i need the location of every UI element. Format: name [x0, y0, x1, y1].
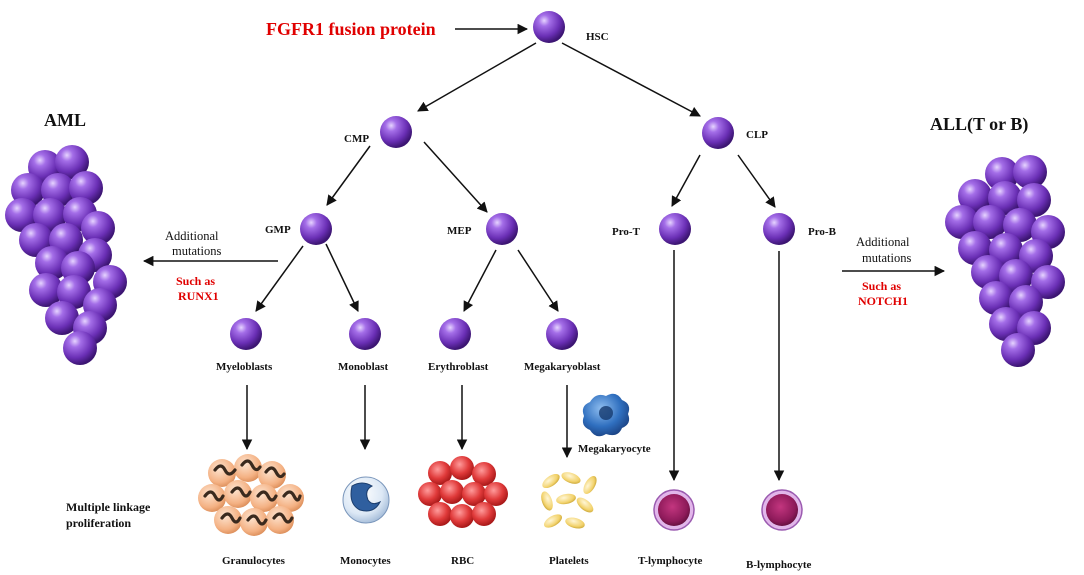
arrows	[142, 23, 946, 482]
clp-cell	[702, 117, 734, 149]
clp-label: CLP	[746, 129, 768, 141]
arrow-clp-to-prob	[737, 154, 776, 208]
arrow-mep-to-erythroblast	[463, 249, 497, 312]
cmp-cell	[380, 116, 412, 148]
arrow-cmp-to-gmp	[326, 145, 371, 206]
right-mutations-line2: mutations	[862, 251, 911, 265]
t-lymphocyte-label: T-lymphocyte	[638, 555, 702, 567]
right-example-line1: Such as	[862, 279, 901, 293]
right-mutations-line1: Additional	[856, 235, 910, 249]
gmp-label: GMP	[265, 224, 291, 236]
platelets-label: Platelets	[549, 555, 589, 567]
prob-label: Pro-B	[808, 226, 837, 238]
arrow-hsc-to-cmp	[417, 42, 537, 112]
monoblast-label: Monoblast	[338, 361, 388, 373]
megakaryoblast-cell	[546, 318, 578, 350]
left-mutations-line1: Additional	[165, 229, 219, 243]
left-example-line1: Such as	[176, 274, 215, 288]
all-cell-cluster	[945, 155, 1065, 367]
monoblast-cell	[349, 318, 381, 350]
myeloblast-cell	[230, 318, 262, 350]
granulocytes-label: Granulocytes	[222, 555, 286, 567]
rbc-label: RBC	[451, 555, 474, 567]
fgfr1-title: FGFR1 fusion protein	[266, 19, 436, 39]
hsc-cell	[533, 11, 565, 43]
granulocytes-image	[198, 454, 304, 536]
hsc-label: HSC	[586, 31, 609, 43]
b-lymphocyte-image	[761, 489, 803, 531]
arrow-gmp-to-myeloblasts	[255, 245, 304, 312]
monocytes-label: Monocytes	[340, 555, 391, 567]
t-lymphocyte-image	[653, 489, 695, 531]
prot-cell	[659, 213, 691, 245]
left-example-line2: RUNX1	[178, 289, 219, 303]
arrow-hsc-to-clp	[561, 42, 701, 117]
arrow-mep-to-megakaryoblast	[517, 249, 559, 312]
rbc-image	[418, 456, 508, 528]
right-example-line2: NOTCH1	[858, 294, 908, 308]
prot-label: Pro-T	[612, 226, 641, 238]
prob-cell	[763, 213, 795, 245]
monocyte-image	[342, 476, 390, 524]
aml-cell-cluster	[5, 145, 127, 365]
mep-label: MEP	[447, 225, 472, 237]
erythroblast-cell	[439, 318, 471, 350]
progenitor-cells	[230, 11, 795, 350]
b-lymphocyte-label: B-lymphocyte	[746, 559, 812, 571]
proliferation-label-line2: proliferation	[66, 516, 131, 530]
megakaryocyte-image	[582, 393, 630, 437]
arrow-clp-to-prot	[671, 154, 701, 207]
myeloblasts-label: Myeloblasts	[216, 361, 273, 373]
proliferation-label-line1: Multiple linkage	[66, 500, 151, 514]
gmp-cell	[300, 213, 332, 245]
aml-label: AML	[44, 110, 86, 130]
all-label: ALL(T or B)	[930, 114, 1028, 135]
cmp-label: CMP	[344, 133, 369, 145]
arrow-gmp-to-monoblast	[325, 243, 359, 312]
megakaryocyte-label: Megakaryocyte	[578, 443, 651, 455]
mep-cell	[486, 213, 518, 245]
platelets-image	[541, 472, 597, 529]
arrow-cmp-to-mep	[423, 141, 488, 213]
erythroblast-label: Erythroblast	[428, 361, 489, 373]
megakaryoblast-label: Megakaryoblast	[524, 361, 601, 373]
left-mutations-line2: mutations	[172, 244, 221, 258]
